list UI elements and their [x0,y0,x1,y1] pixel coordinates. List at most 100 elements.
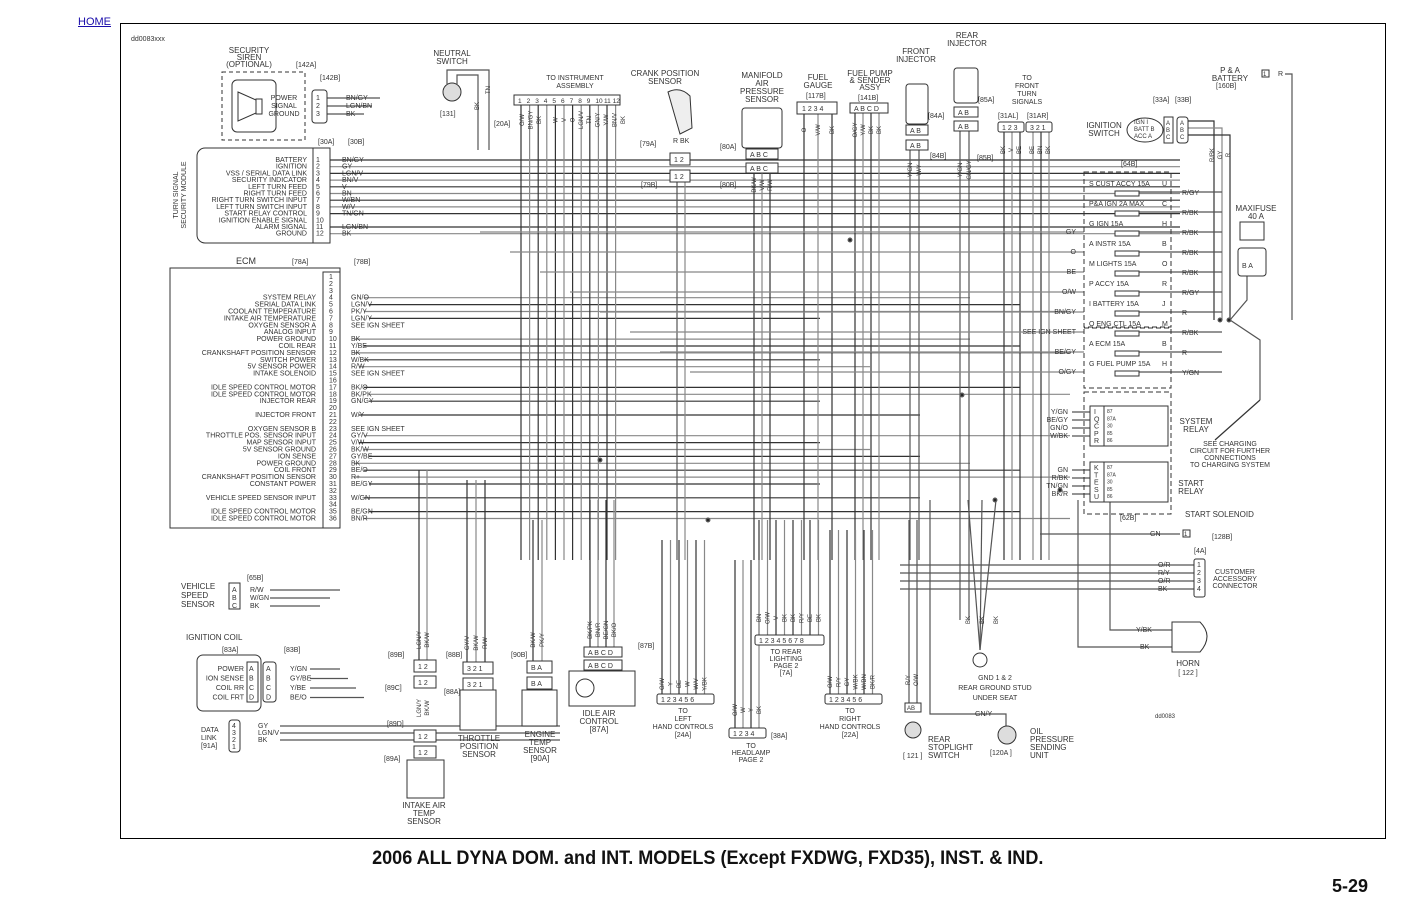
fuse-label: O ENG CTL 15A [1089,321,1141,328]
pin-number: 2 [316,164,320,171]
reference-label: [ 122 ] [1178,670,1198,677]
pin-number: AB [907,706,915,712]
coil-connector-a [246,661,259,703]
pin-number: C [1094,424,1099,431]
wire-color-label: BK [342,231,352,238]
wire-color-label: BK [351,336,361,343]
wire-color-label: Y/W [861,124,867,136]
connector-label: [83A] [222,647,238,654]
pin-number: B [232,595,237,602]
iac-motor-icon [575,678,595,698]
connector-label: [89C] [385,685,402,692]
pin-function: 5V SENSOR POWER [248,364,316,371]
charging-note: CIRCUIT FOR FURTHER [1190,448,1270,455]
pin-number: 10 [329,336,337,343]
pin-number: 1 2 3 4 [733,731,755,738]
wire-color-label: O/W [520,114,526,126]
map-sensor-title: MANIFOLD [741,71,783,80]
pin-function: POWER [271,95,297,102]
wire [446,69,490,150]
pin-number: 8 [578,98,582,105]
wire-color-label: BK [791,614,797,622]
pin-number: 35 [329,509,337,516]
wire-color-label: BK [877,126,883,134]
pin-function: ION SENSE [278,453,316,460]
right-controls-title: [22A] [842,732,858,739]
right-controls-title: HAND CONTROLS [820,724,881,731]
pin-number: 3 [329,288,333,295]
wire-color-label: BK [537,116,543,124]
wire-color-label: GN [1058,467,1069,474]
fuel-pump-connector [849,102,889,114]
wire-color-label: W/BK [351,357,369,364]
fuse-label: M LIGHTS 15A [1089,261,1137,268]
pin-function: COIL FRT [212,695,244,702]
wire-color-label: LGN/V [258,730,279,737]
relay-terminal: 87 [1107,409,1113,415]
start-relay-body [1103,461,1169,503]
wire-color-label: BK [258,737,268,744]
wire-color-label: O/GY [853,122,859,137]
pin-number: 18 [329,391,337,398]
right-controls-title: TO [845,708,855,715]
wire-color-label: O/W [660,678,666,690]
start-relay-title: RELAY [1178,487,1204,496]
wire-color-label: Y/GN [908,163,914,178]
wire-color-label: W [686,681,692,687]
relay-terminal: 87 [1107,465,1113,471]
pin-number: S [1094,487,1099,494]
fuse-icon [1114,210,1140,217]
data-link-title: LINK [201,735,217,742]
pin-number: 4 [316,177,320,184]
pin-number: 3 [232,730,236,737]
fuse-label: P ACCY 15A [1089,281,1129,288]
wire-color-label: LGN/V [579,111,585,129]
ignition-switch-position: BATT B [1134,127,1154,133]
pin-function: MAP SENSOR INPUT [247,440,317,447]
vss-connector [228,582,241,610]
wire [1229,319,1261,400]
wire-color-label: GN/GY [967,160,973,179]
data-link-title: [91A] [201,743,217,750]
wire [456,74,479,150]
pin-function: POWER GROUND [257,460,317,467]
home-link[interactable]: HOME [78,16,111,28]
instrument-title: ASSEMBLY [556,83,594,90]
wire-color-label: O/GY [1058,369,1076,376]
wire-color-label: O [802,127,808,132]
speaker-magnet-icon [255,98,263,115]
pin-number: 1 [518,98,522,105]
wire-color-label: TN/GN [1046,483,1068,490]
wire-color-label: BK [351,460,361,467]
wire-color-label: R/GY [1182,190,1199,197]
pin-function: INJECTOR FRONT [255,412,317,419]
siren-connector [311,89,328,124]
fuse-icon [1114,250,1140,257]
wire [967,499,981,651]
splice-dot [959,392,965,398]
pin-function: SWITCH POWER [260,357,316,364]
pin-number: 8 [316,204,320,211]
document-id-bottom: dd0083 [1155,714,1176,720]
connector-label: [65B] [247,575,263,582]
relay-terminal: 30 [1107,424,1113,430]
pin-number: 2 [316,103,320,110]
rear-lighting-title: PAGE 2 [774,663,799,670]
connector-label: [85A] [978,97,994,104]
pin-number: 2 [527,98,531,105]
wire-color-label: GY [342,164,352,171]
connector-label: [84A] [928,113,944,120]
splice-dot [1057,487,1063,493]
pin-number: 6 [316,191,320,198]
wire-color-label: GY [1218,151,1224,160]
rear-lighting-title: LIGHTING [769,656,802,663]
left-controls-title: TO [678,708,688,715]
pin-function: OXYGEN SENSOR A [248,322,316,329]
rear-lighting-connector [754,634,825,646]
connector-label: [87B] [638,643,654,650]
pin-number: 5 [329,302,333,309]
iat-sensor-body [406,759,445,799]
connector-label: [33B] [1175,97,1191,104]
wire-color-label: Y/BK [1136,627,1152,634]
connector-label: [30B] [348,139,364,146]
